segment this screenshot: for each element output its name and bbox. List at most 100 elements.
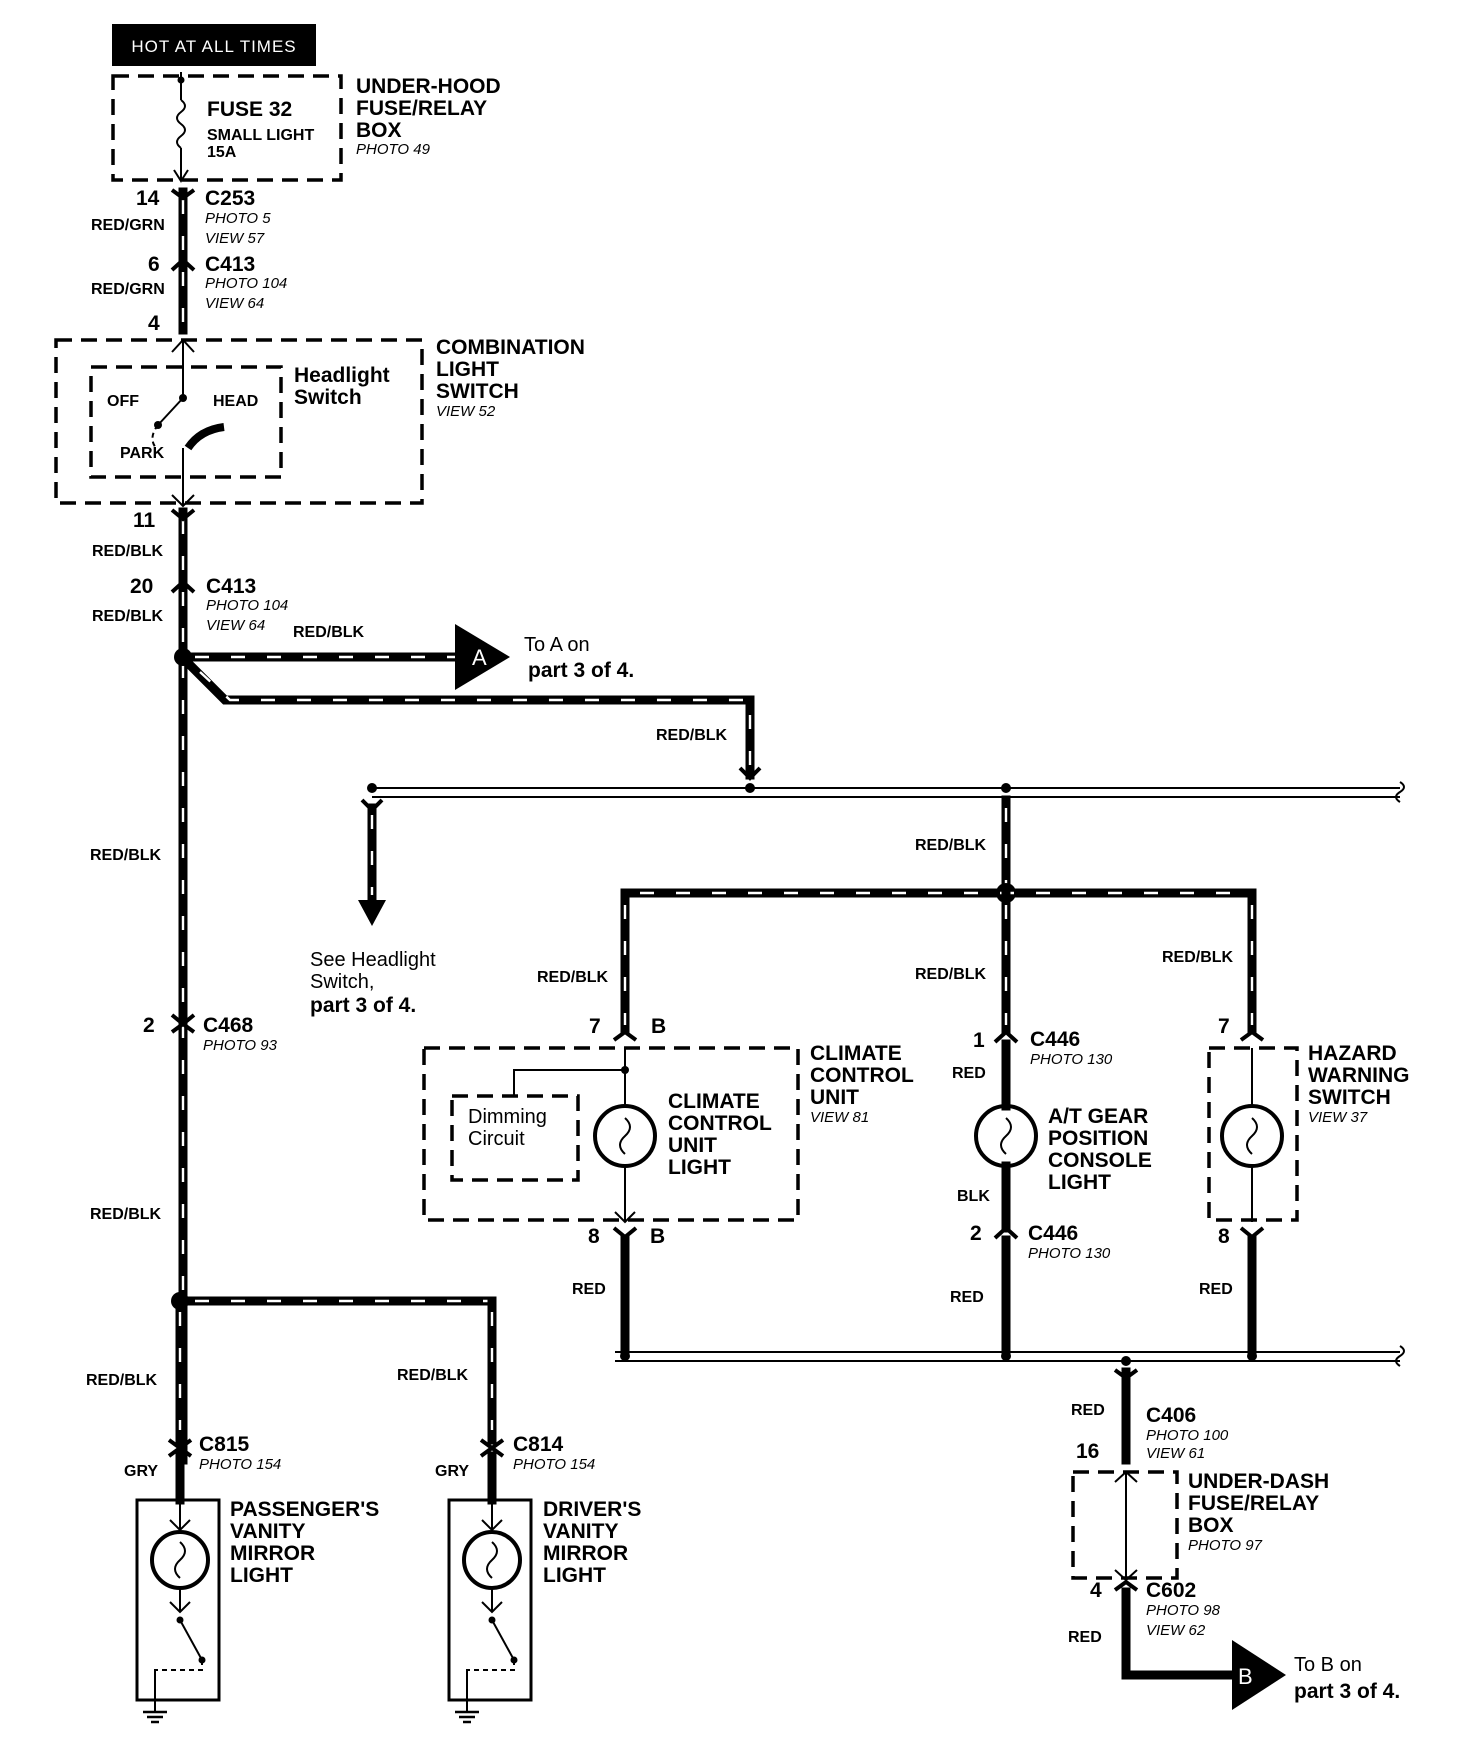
climate-control-unit: 7 B Dimming Circuit CLIMATE CONTROL UNIT… — [422, 1015, 914, 1248]
svg-text:DRIVER'S: DRIVER'S — [543, 1498, 641, 1521]
svg-text:PHOTO 104: PHOTO 104 — [206, 597, 288, 614]
svg-text:RED: RED — [952, 1065, 986, 1082]
svg-text:PHOTO 93: PHOTO 93 — [203, 1037, 278, 1054]
arrow-down-icon — [358, 900, 386, 926]
svg-text:part 3 of 4.: part 3 of 4. — [528, 659, 634, 682]
svg-text:RED: RED — [1068, 1629, 1102, 1646]
svg-text:MIRROR: MIRROR — [543, 1542, 628, 1565]
svg-text:HOT AT ALL TIMES: HOT AT ALL TIMES — [131, 37, 296, 56]
svg-text:RED/BLK: RED/BLK — [1162, 949, 1234, 966]
svg-text:C253: C253 — [205, 187, 255, 210]
svg-text:8: 8 — [588, 1225, 600, 1248]
svg-text:C446: C446 — [1030, 1028, 1080, 1051]
svg-text:FUSE 32: FUSE 32 — [207, 98, 292, 121]
svg-text:CLIMATE: CLIMATE — [810, 1042, 902, 1065]
svg-text:part 3 of 4.: part 3 of 4. — [1294, 1680, 1400, 1703]
svg-text:POSITION: POSITION — [1048, 1127, 1148, 1150]
svg-text:RED/BLK: RED/BLK — [915, 837, 987, 854]
svg-text:SWITCH: SWITCH — [1308, 1086, 1391, 1109]
svg-text:VIEW 62: VIEW 62 — [1146, 1622, 1206, 1639]
svg-text:CONTROL: CONTROL — [668, 1112, 772, 1135]
see-headlight-switch: See Headlight Switch, part 3 of 4. — [310, 798, 436, 1017]
svg-text:RED/BLK: RED/BLK — [86, 1372, 158, 1389]
svg-text:6: 6 — [148, 253, 160, 276]
red-wires-to-ground-bus: RED RED RED — [572, 1235, 1405, 1367]
ground-icon — [143, 1710, 167, 1724]
svg-text:LIGHT: LIGHT — [668, 1156, 731, 1179]
under-dash-fuse-box: RED C406 PHOTO 100 VIEW 61 16 UNDER-DASH… — [1068, 1367, 1400, 1710]
svg-text:20: 20 — [130, 575, 153, 598]
svg-text:16: 16 — [1076, 1440, 1099, 1463]
svg-text:VIEW 57: VIEW 57 — [205, 230, 265, 247]
svg-text:1: 1 — [973, 1029, 985, 1052]
svg-text:VANITY: VANITY — [230, 1520, 305, 1543]
svg-text:RED/GRN: RED/GRN — [91, 281, 165, 298]
svg-text:WARNING: WARNING — [1308, 1064, 1410, 1087]
svg-text:LIGHT: LIGHT — [436, 358, 499, 381]
svg-text:RED/BLK: RED/BLK — [397, 1367, 469, 1384]
passenger-vanity-mirror-light: C815 PHOTO 154 GRY PASSENGER'S VANITY MI… — [124, 1433, 379, 1724]
svg-text:VIEW 81: VIEW 81 — [810, 1109, 869, 1126]
svg-text:C468: C468 — [203, 1014, 254, 1037]
svg-text:LIGHT: LIGHT — [543, 1564, 606, 1587]
svg-text:PHOTO 130: PHOTO 130 — [1030, 1051, 1113, 1068]
svg-text:RED/BLK: RED/BLK — [293, 624, 365, 641]
wire-to-distribution: RED/BLK RED/BLK RED/BLK RED/BLK — [537, 795, 1257, 1035]
offpage-connector-b-icon — [1232, 1640, 1286, 1710]
svg-text:RED/BLK: RED/BLK — [90, 847, 162, 864]
svg-text:A/T GEAR: A/T GEAR — [1048, 1105, 1148, 1128]
connector-c413-top: 6 C413 PHOTO 104 VIEW 64 RED/GRN 4 — [91, 253, 287, 335]
svg-text:PHOTO 100: PHOTO 100 — [1146, 1427, 1229, 1444]
svg-text:4: 4 — [148, 312, 160, 335]
svg-text:PHOTO 104: PHOTO 104 — [205, 275, 287, 292]
svg-text:LIGHT: LIGHT — [1048, 1171, 1111, 1194]
svg-text:BOX: BOX — [356, 119, 402, 142]
svg-text:7: 7 — [589, 1015, 601, 1038]
svg-text:VIEW 52: VIEW 52 — [436, 403, 496, 420]
switch-icon — [491, 1619, 515, 1661]
svg-text:RED/BLK: RED/BLK — [92, 608, 164, 625]
svg-text:B: B — [1238, 1664, 1253, 1689]
svg-text:PARK: PARK — [120, 445, 165, 462]
svg-text:LIGHT: LIGHT — [230, 1564, 293, 1587]
svg-text:PHOTO 98: PHOTO 98 — [1146, 1602, 1221, 1619]
svg-text:VIEW 61: VIEW 61 — [1146, 1445, 1205, 1462]
svg-text:VIEW 37: VIEW 37 — [1308, 1109, 1368, 1126]
svg-text:Circuit: Circuit — [468, 1128, 525, 1150]
svg-text:B: B — [650, 1225, 665, 1248]
driver-vanity-mirror-light: C814 PHOTO 154 GRY DRIVER'S VANITY MIRRO… — [435, 1433, 641, 1724]
svg-text:2: 2 — [970, 1222, 982, 1245]
svg-text:A: A — [472, 645, 487, 670]
svg-text:part 3 of 4.: part 3 of 4. — [310, 994, 416, 1017]
at-gear-position-light: 1 C446 PHOTO 130 RED A/T GEAR POSITION C… — [952, 1028, 1152, 1262]
svg-text:See Headlight: See Headlight — [310, 949, 436, 971]
svg-text:RED/BLK: RED/BLK — [537, 969, 609, 986]
svg-text:RED: RED — [1199, 1281, 1233, 1298]
svg-text:Headlight: Headlight — [294, 364, 390, 387]
svg-text:SWITCH: SWITCH — [436, 380, 519, 403]
svg-text:PHOTO 5: PHOTO 5 — [205, 210, 271, 227]
fuse-icon — [176, 99, 186, 149]
combination-light-switch: OFF HEAD PARK Headlight Switch COMBINATI… — [54, 336, 585, 508]
svg-text:RED: RED — [572, 1281, 606, 1298]
svg-text:MIRROR: MIRROR — [230, 1542, 315, 1565]
upper-bus — [367, 781, 1405, 803]
svg-text:15A: 15A — [207, 144, 237, 161]
switch-icon — [179, 1619, 203, 1661]
svg-text:C815: C815 — [199, 1433, 250, 1456]
svg-text:GRY: GRY — [435, 1463, 469, 1480]
svg-text:RED/BLK: RED/BLK — [90, 1206, 162, 1223]
branch-to-vanity-mirrors: RED/BLK RED/BLK — [86, 1292, 497, 1445]
svg-text:PHOTO 130: PHOTO 130 — [1028, 1245, 1111, 1262]
connector-c468: 2 C468 PHOTO 93 RED/BLK RED/BLK — [90, 847, 278, 1223]
svg-text:BLK: BLK — [957, 1188, 990, 1205]
svg-text:UNIT: UNIT — [810, 1086, 859, 1109]
svg-text:COMBINATION: COMBINATION — [436, 336, 585, 359]
svg-text:OFF: OFF — [107, 393, 139, 410]
svg-text:VIEW 64: VIEW 64 — [206, 617, 265, 634]
svg-text:VANITY: VANITY — [543, 1520, 618, 1543]
svg-text:GRY: GRY — [124, 1463, 158, 1480]
svg-text:RED/BLK: RED/BLK — [656, 727, 728, 744]
svg-text:RED/BLK: RED/BLK — [915, 966, 987, 983]
svg-text:C446: C446 — [1028, 1222, 1078, 1245]
